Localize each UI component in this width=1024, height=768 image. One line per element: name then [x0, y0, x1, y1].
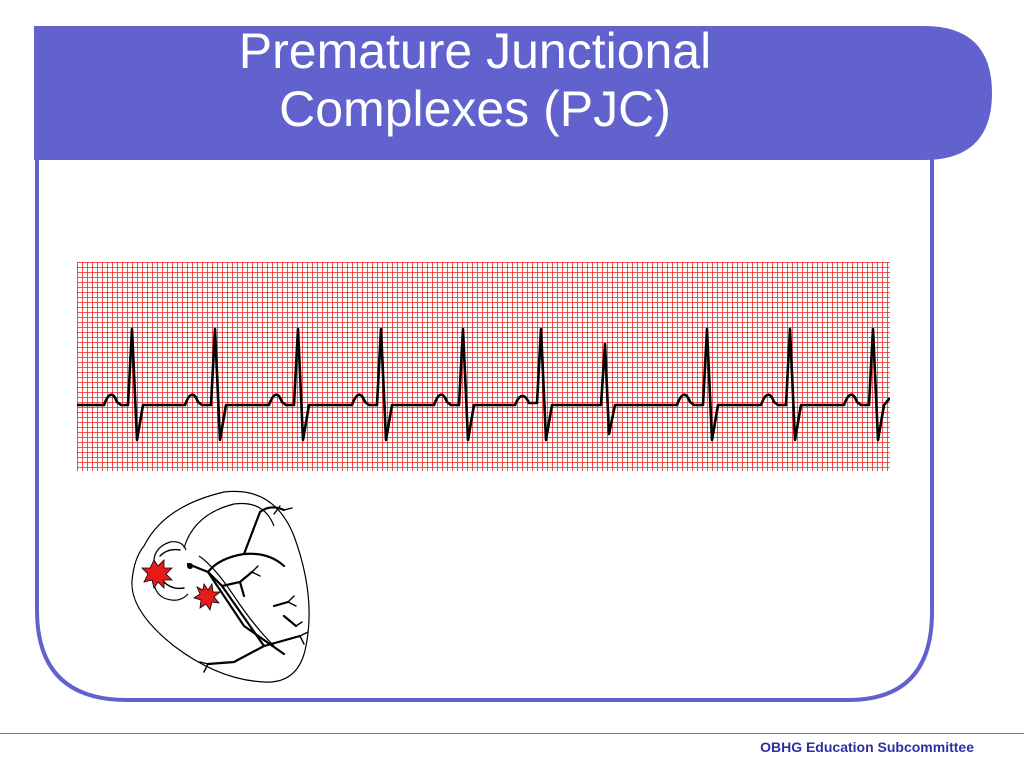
footer-divider — [0, 733, 1024, 734]
ecg-rhythm-strip — [77, 262, 890, 471]
sa-node-burst-icon — [141, 559, 173, 589]
ecg-grid — [77, 262, 890, 471]
slide-title: Premature Junctional Complexes (PJC) — [36, 22, 914, 138]
heart-conduction-diagram — [131, 490, 310, 683]
title-line-2: Complexes (PJC) — [279, 81, 671, 137]
title-line-1: Premature Junctional — [238, 23, 712, 79]
septum — [198, 555, 275, 647]
ecg-trace — [77, 327, 890, 442]
content-frame — [35, 140, 934, 702]
pathway-branches — [159, 505, 309, 673]
conduction-pathways — [186, 506, 302, 666]
inner-outline — [183, 502, 275, 549]
footer-text: OBHG Education Subcommittee — [760, 739, 974, 755]
heart-outline — [131, 490, 310, 683]
ectopic-focus-burst-icon — [193, 582, 222, 611]
title-banner — [34, 26, 992, 160]
av-node — [187, 563, 193, 569]
